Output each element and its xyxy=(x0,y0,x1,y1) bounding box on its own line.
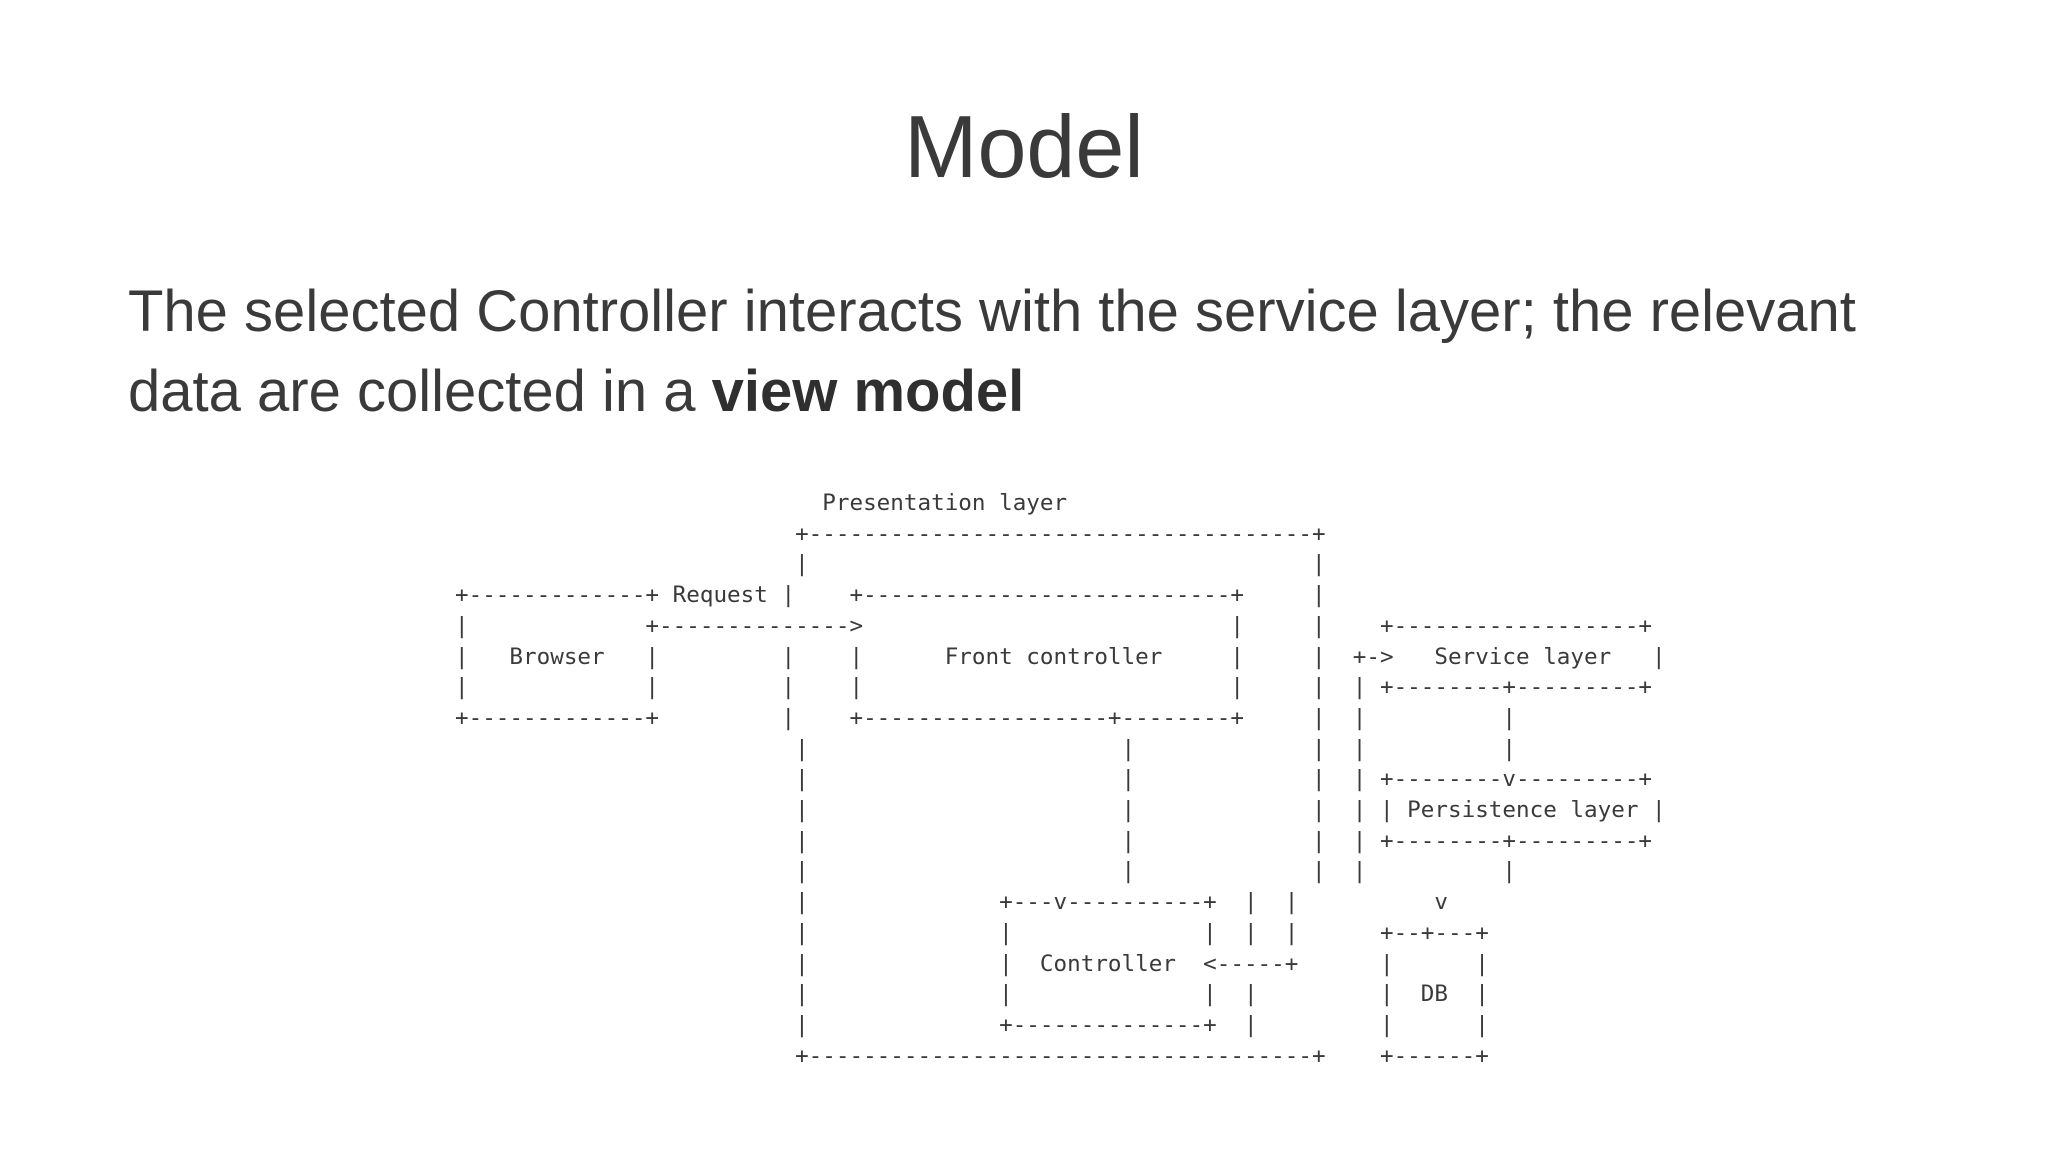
body-emphasis: view model xyxy=(711,359,1025,424)
slide-body-text: The selected Controller interacts with t… xyxy=(128,272,1948,432)
slide-title: Model xyxy=(904,97,1144,196)
body-text: The selected Controller interacts with t… xyxy=(128,279,1856,424)
architecture-ascii-diagram: Presentation layer +--------------------… xyxy=(455,490,1666,1069)
